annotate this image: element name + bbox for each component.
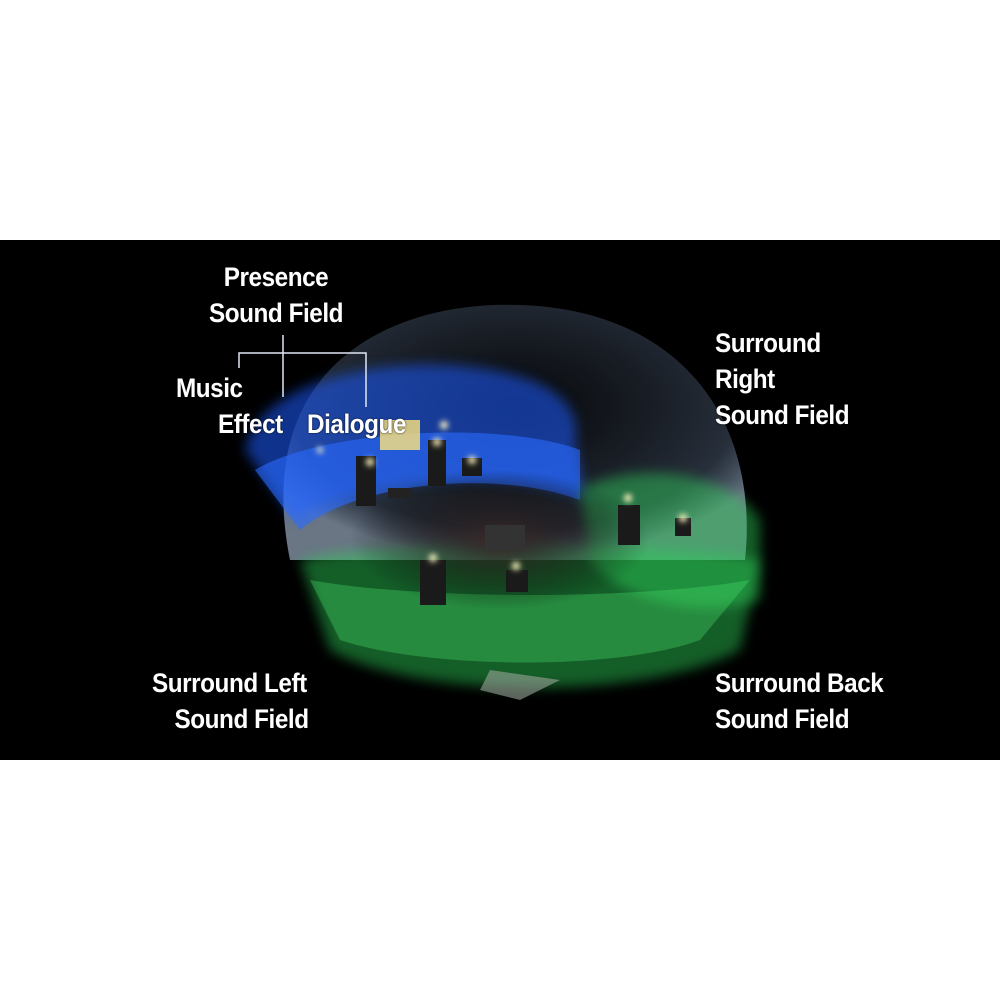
speaker-subwoofer bbox=[462, 458, 482, 476]
dialogue-label: Dialogue bbox=[307, 409, 407, 439]
surround-left-label: Surround Left Sound Field bbox=[152, 665, 309, 737]
speaker-surround-right bbox=[618, 505, 640, 545]
tv-screen bbox=[380, 420, 420, 450]
listener-seat bbox=[485, 525, 525, 550]
presence-label-line2: Sound Field bbox=[208, 298, 344, 328]
surround-back-label: Surround Back Sound Field bbox=[715, 665, 884, 737]
speaker-lights bbox=[317, 421, 687, 570]
label-bracket bbox=[238, 335, 367, 407]
effect-label: Effect bbox=[218, 409, 283, 439]
presence-label-line1: Presence bbox=[223, 262, 329, 292]
surround-left-line1: Surround Left bbox=[152, 668, 307, 698]
surround-right-line2: Right bbox=[715, 364, 775, 394]
speakers bbox=[317, 420, 691, 605]
surround-right-line3: Sound Field bbox=[715, 400, 850, 430]
speaker-center bbox=[388, 488, 412, 498]
speaker-surround-left bbox=[420, 560, 446, 605]
surround-left-line2: Sound Field bbox=[174, 704, 310, 734]
speaker-front-right bbox=[428, 440, 446, 486]
surround-right-label: Surround Right Sound Field bbox=[715, 325, 850, 433]
presence-label: Presence Sound Field bbox=[204, 259, 348, 331]
speaker-front-left bbox=[356, 456, 376, 506]
surround-right-line1: Surround bbox=[715, 328, 821, 358]
surround-back-line1: Surround Back bbox=[715, 668, 884, 698]
surround-back-line2: Sound Field bbox=[715, 704, 850, 734]
music-label: Music bbox=[176, 373, 243, 403]
speaker-surround-back bbox=[506, 570, 528, 592]
speaker-surround-right-back bbox=[675, 518, 691, 536]
